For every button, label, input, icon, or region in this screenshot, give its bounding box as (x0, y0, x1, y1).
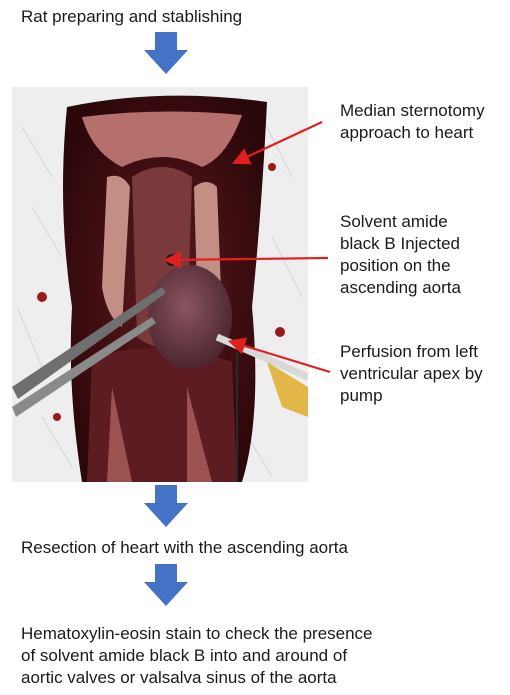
annotation-line: Solvent amide (340, 211, 461, 233)
step-3-line: Hematoxylin-eosin stain to check the pre… (21, 623, 373, 645)
down-arrow-3 (144, 564, 188, 608)
annotation-line: pump (340, 385, 483, 407)
down-arrow-2 (144, 485, 188, 529)
annotation-line: ventricular apex by (340, 363, 483, 385)
pointer-arrow-perfusion (232, 342, 330, 372)
step-2-text: Resection of heart with the ascending ao… (21, 537, 348, 559)
annotation-injection: Solvent amide black B Injected position … (340, 211, 461, 299)
annotation-line: black B Injected (340, 233, 461, 255)
annotation-line: position on the (340, 255, 461, 277)
pointer-arrow-sternotomy (236, 122, 322, 162)
step-3-line: of solvent amide black B into and around… (21, 645, 373, 667)
annotation-line: ascending aorta (340, 277, 461, 299)
annotation-perfusion: Perfusion from left ventricular apex by … (340, 341, 483, 407)
annotation-line: Perfusion from left (340, 341, 483, 363)
step-3-text: Hematoxylin-eosin stain to check the pre… (21, 623, 373, 689)
annotation-line: approach to heart (340, 122, 485, 144)
annotation-sternotomy: Median sternotomy approach to heart (340, 100, 485, 144)
step-3-line: aortic valves or valsalva sinus of the a… (21, 667, 373, 689)
pointer-arrow-injection (168, 258, 328, 260)
annotation-line: Median sternotomy (340, 100, 485, 122)
